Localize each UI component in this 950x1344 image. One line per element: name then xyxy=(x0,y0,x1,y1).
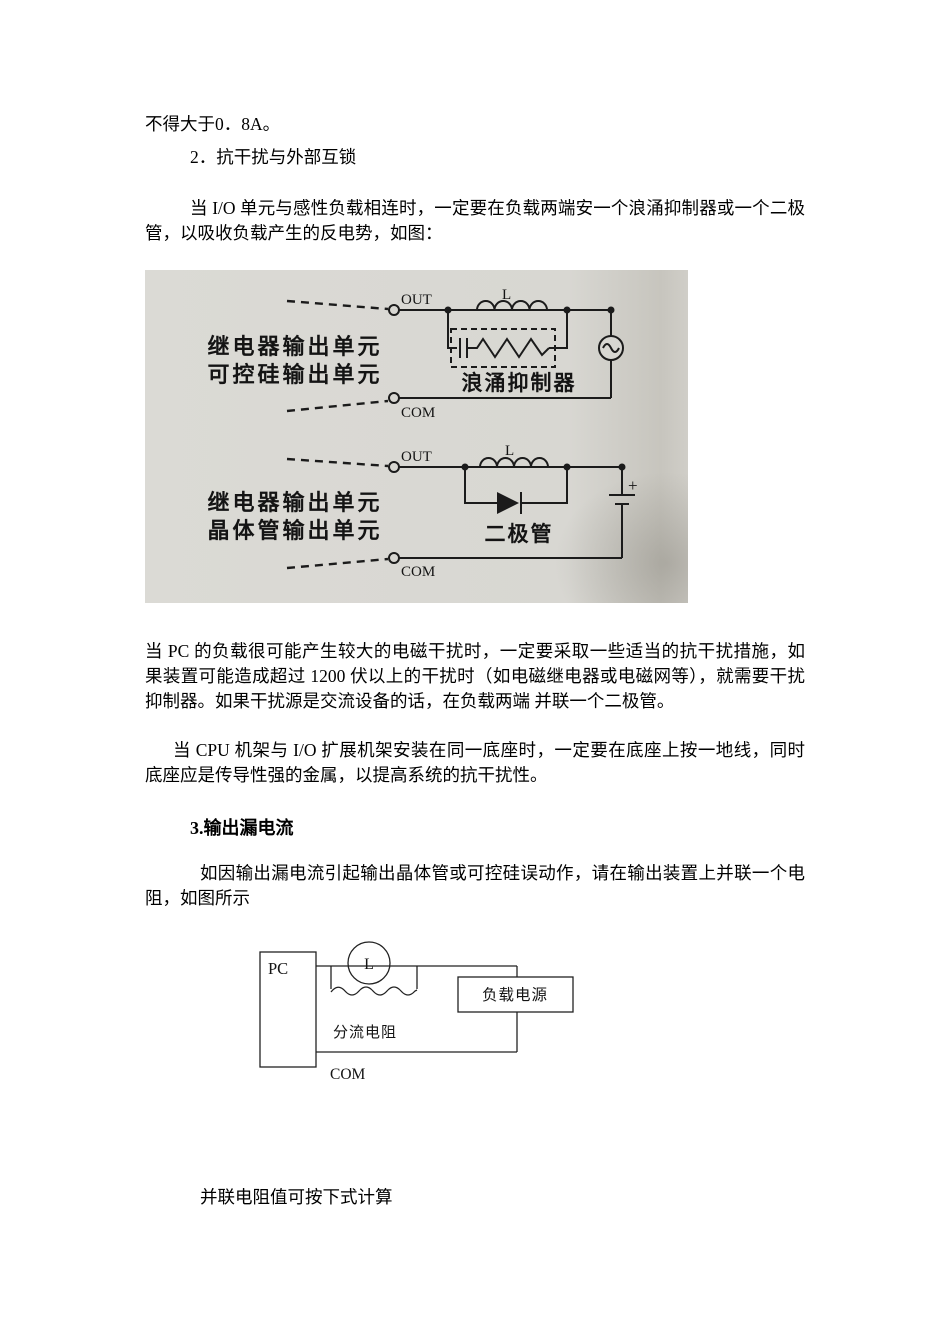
unit-label-relay-1: 继电器输出单元 xyxy=(207,334,382,359)
leakage-diagram-figure: PC L 负载电源 分流电阻 COM xyxy=(258,941,598,1089)
load-power-box xyxy=(457,976,574,1013)
dashed-lead-out-2 xyxy=(286,457,389,468)
junction-dot xyxy=(563,306,571,314)
capacitor-icon xyxy=(459,338,468,358)
emi-paragraph: 当 PC 的负载很可能产生较大的电磁干扰时，一定要采取一些适当的抗干扰措施，如果… xyxy=(145,641,805,711)
junction-dot xyxy=(618,463,626,471)
section2-heading: 2．抗干扰与外部互锁 xyxy=(190,147,357,167)
closing-line: 并联电阻值可按下式计算 xyxy=(200,1187,393,1207)
out-terminal-2 xyxy=(388,461,400,473)
resistor-zigzag-icon xyxy=(467,337,550,359)
leakage-paragraph: 如因输出漏电流引起输出晶体管或可控硅误动作，请在输出装置上并联一个电阻，如图所示 xyxy=(145,863,805,908)
shunt-resistor-squiggle xyxy=(330,986,418,996)
out-label-2: OUT xyxy=(401,449,432,465)
intro-line: 不得大于0．8A。 xyxy=(145,114,281,134)
dashed-lead-out-1 xyxy=(286,299,389,311)
out-label-1: OUT xyxy=(401,292,432,308)
relay-scr-circuit: 继电器输出单元 可控硅输出单元 OUT L 浪涌抑制器 COM xyxy=(207,287,624,421)
shunt-resistor-label: 分流电阻 xyxy=(333,1024,397,1041)
com-terminal-2 xyxy=(388,552,400,564)
out-terminal-1 xyxy=(388,304,400,316)
dashed-lead-com-2 xyxy=(286,557,389,570)
junction-dot xyxy=(444,306,452,314)
inductor-label-1: L xyxy=(502,287,511,303)
junction-dot xyxy=(461,463,469,471)
surge-paragraph: 当 I/O 单元与感性负载相连时，一定要在负载两端安一个浪涌抑制器或一个二极管，… xyxy=(145,198,805,243)
surge-circuit-diagram: 继电器输出单元 可控硅输出单元 OUT L 浪涌抑制器 COM xyxy=(207,287,637,580)
pc-box xyxy=(259,951,317,1068)
diode-icon xyxy=(497,492,519,514)
load-power-label: 负载电源 xyxy=(482,986,548,1004)
inductor-coil-1 xyxy=(476,300,548,311)
surge-circuit-scan: 继电器输出单元 可控硅输出单元 OUT L 浪涌抑制器 COM xyxy=(145,270,688,603)
unit-label-relay-2: 继电器输出单元 xyxy=(207,490,382,515)
dashed-lead-com-1 xyxy=(286,399,389,413)
inductor-label: L xyxy=(364,956,374,973)
com-label-1: COM xyxy=(401,405,435,421)
leakage-circuit-diagram: PC L 负载电源 分流电阻 COM xyxy=(259,941,574,1083)
com-label: COM xyxy=(330,1066,366,1083)
inductor-circle xyxy=(347,941,391,985)
suppressor-branch-left xyxy=(447,310,457,349)
junction-dot xyxy=(607,306,615,314)
suppressor-dashed-box xyxy=(450,328,556,368)
diode-branch-right xyxy=(521,467,568,504)
junction-dot xyxy=(563,463,571,471)
ac-sine-icon xyxy=(602,343,620,353)
suppressor-label: 浪涌抑制器 xyxy=(462,371,577,395)
diode-label: 二极管 xyxy=(485,522,554,546)
com-terminal-1 xyxy=(388,392,400,404)
section3-heading: 3.输出漏电流 xyxy=(190,818,294,838)
ground-paragraph: 当 CPU 机架与 I/O 扩展机架安装在同一底座时，一定要在底座上按一地线，同… xyxy=(145,740,805,785)
pc-label: PC xyxy=(268,959,288,978)
unit-label-scr: 可控硅输出单元 xyxy=(207,362,382,387)
inductor-label-2: L xyxy=(505,443,514,459)
relay-transistor-circuit: 继电器输出单元 晶体管输出单元 OUT L 二极管 COM + xyxy=(207,443,637,580)
com-label-2: COM xyxy=(401,564,435,580)
unit-label-transistor: 晶体管输出单元 xyxy=(207,518,382,543)
diode-branch-left xyxy=(464,467,497,504)
inductor-coil-2 xyxy=(479,457,549,468)
battery-plus-label: + xyxy=(628,476,638,495)
